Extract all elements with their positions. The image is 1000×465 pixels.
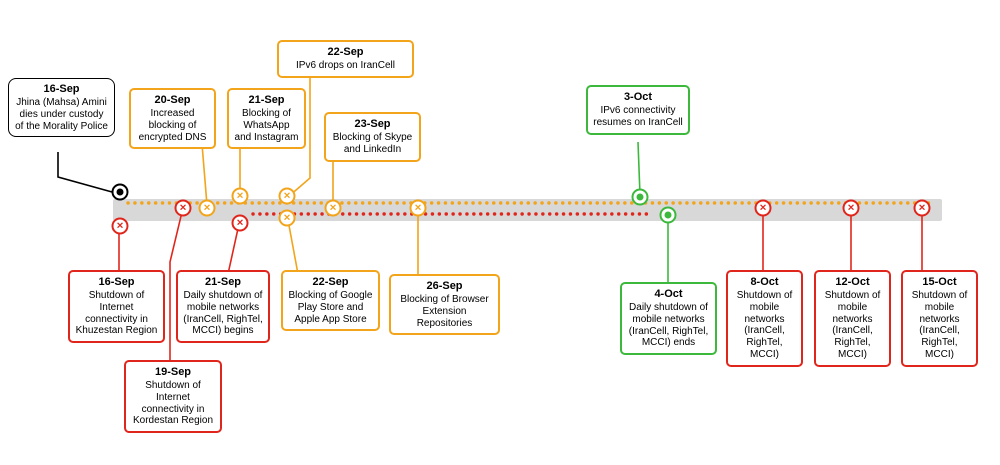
event-text: Increased blocking of encrypted DNS	[138, 107, 207, 143]
event-date: 21-Sep	[204, 276, 242, 288]
connector-19sep-kordestan	[169, 211, 183, 365]
marker-8oct-shutdown-icon: ✕	[754, 199, 772, 217]
event-text: Blocking of Google Play Store and Apple …	[288, 289, 373, 325]
event-text: Shutdown of Internet connectivity in Khu…	[75, 289, 158, 337]
marker-21sep-blocking-icon: ✕	[231, 187, 249, 205]
marker-22sep-ipv6-icon: ✕	[278, 187, 296, 205]
event-box-19sep-kordestan: 19-Sep Shutdown of Internet connectivity…	[124, 360, 222, 434]
connector-20sep	[201, 143, 208, 206]
blocked-x-icon: ✕	[203, 202, 211, 213]
event-text: Jhina (Mahsa) Amini dies under custody o…	[15, 96, 108, 132]
blocked-x-icon: ✕	[414, 202, 422, 213]
blocked-x-icon: ✕	[918, 202, 926, 213]
event-text: Shutdown of mobile networks (IranCell, R…	[736, 289, 793, 360]
event-text: Blocking of Browser Extension Repositori…	[400, 293, 489, 329]
marker-16sep-shutdown-icon: ✕	[111, 217, 129, 235]
event-box-21sep-whatsapp: 21-Sep Blocking of WhatsApp and Instagra…	[227, 88, 306, 150]
event-date: 19-Sep	[154, 366, 192, 378]
blocked-x-icon: ✕	[179, 202, 187, 213]
event-text: Daily shutdown of mobile networks (IranC…	[183, 289, 263, 337]
marker-19sep-shutdown-icon: ✕	[174, 199, 192, 217]
event-text: Shutdown of Internet connectivity in Kor…	[132, 379, 214, 427]
marker-16sep-death-icon	[111, 183, 129, 201]
event-date: 22-Sep	[327, 46, 364, 58]
event-date: 8-Oct	[750, 276, 779, 288]
event-date: 26-Sep	[426, 280, 463, 292]
event-text: IPv6 drops on IranCell	[296, 59, 395, 71]
marker-3oct-resume-icon	[631, 188, 649, 206]
event-date: 22-Sep	[312, 276, 349, 288]
event-box-22sep-appstores: 22-Sep Blocking of Google Play Store and…	[281, 270, 380, 332]
event-box-15oct-mobile: 15-Oct Shutdown of mobile networks (Iran…	[901, 270, 978, 367]
marker-26sep-blocking-icon: ✕	[409, 199, 427, 217]
event-box-26sep-extensions: 26-Sep Blocking of Browser Extension Rep…	[389, 274, 500, 336]
blocked-x-icon: ✕	[236, 190, 244, 201]
event-date: 15-Oct	[922, 276, 957, 288]
event-box-16sep-death: 16-Sep Jhina (Mahsa) Amini dies under cu…	[8, 78, 115, 138]
marker-4oct-end-icon	[659, 206, 677, 224]
blocked-x-icon: ✕	[759, 202, 767, 213]
connector-21sep-daily-begin	[227, 223, 240, 275]
event-date: 20-Sep	[154, 94, 191, 106]
marker-20sep-blocking-icon: ✕	[198, 199, 216, 217]
connector-22sep-ipv6	[287, 70, 311, 198]
event-text: Blocking of Skype and LinkedIn	[332, 131, 413, 155]
event-text: Shutdown of mobile networks (IranCell, R…	[824, 289, 881, 360]
event-box-3oct-ipv6-resume: 3-Oct IPv6 connectivity resumes on IranC…	[586, 85, 690, 135]
event-box-21sep-daily-begin: 21-Sep Daily shutdown of mobile networks…	[176, 270, 270, 344]
event-box-22sep-ipv6: 22-Sep IPv6 drops on IranCell	[277, 40, 414, 78]
marker-15oct-shutdown-icon: ✕	[913, 199, 931, 217]
event-box-23sep-skype: 23-Sep Blocking of Skype and LinkedIn	[324, 112, 421, 162]
marker-22sep-blocking-icon: ✕	[278, 209, 296, 227]
event-box-12oct-mobile: 12-Oct Shutdown of mobile networks (Iran…	[814, 270, 891, 367]
event-text: Shutdown of mobile networks (IranCell, R…	[911, 289, 968, 360]
event-date: 16-Sep	[43, 83, 80, 95]
blocked-x-icon: ✕	[329, 202, 337, 213]
event-date: 12-Oct	[835, 276, 870, 288]
blocked-x-icon: ✕	[283, 212, 291, 223]
marker-21sep-shutdown-icon: ✕	[231, 214, 249, 232]
event-date: 16-Sep	[98, 276, 135, 288]
connector-16sep-death	[57, 152, 113, 193]
event-date: 23-Sep	[354, 118, 391, 130]
event-box-20sep-dns: 20-Sep Increased blocking of encrypted D…	[129, 88, 216, 150]
event-date: 21-Sep	[248, 94, 285, 106]
connector-3oct	[637, 141, 641, 196]
marker-12oct-shutdown-icon: ✕	[842, 199, 860, 217]
event-date: 3-Oct	[623, 91, 653, 103]
blocked-x-icon: ✕	[236, 217, 244, 228]
blocked-x-icon: ✕	[847, 202, 855, 213]
event-box-4oct-daily-end: 4-Oct Daily shutdown of mobile networks …	[620, 282, 717, 356]
event-text: Daily shutdown of mobile networks (IranC…	[628, 301, 709, 349]
event-text: IPv6 connectivity resumes on IranCell	[593, 104, 683, 128]
event-box-8oct-mobile: 8-Oct Shutdown of mobile networks (IranC…	[726, 270, 803, 367]
blocked-x-icon: ✕	[283, 190, 291, 201]
event-date: 4-Oct	[654, 288, 683, 300]
event-text: Blocking of WhatsApp and Instagram	[234, 107, 299, 143]
connector-22sep-appstores	[287, 219, 299, 275]
blocked-x-icon: ✕	[116, 220, 124, 231]
marker-23sep-blocking-icon: ✕	[324, 199, 342, 217]
event-box-16sep-khuzestan: 16-Sep Shutdown of Internet connectivity…	[68, 270, 165, 344]
